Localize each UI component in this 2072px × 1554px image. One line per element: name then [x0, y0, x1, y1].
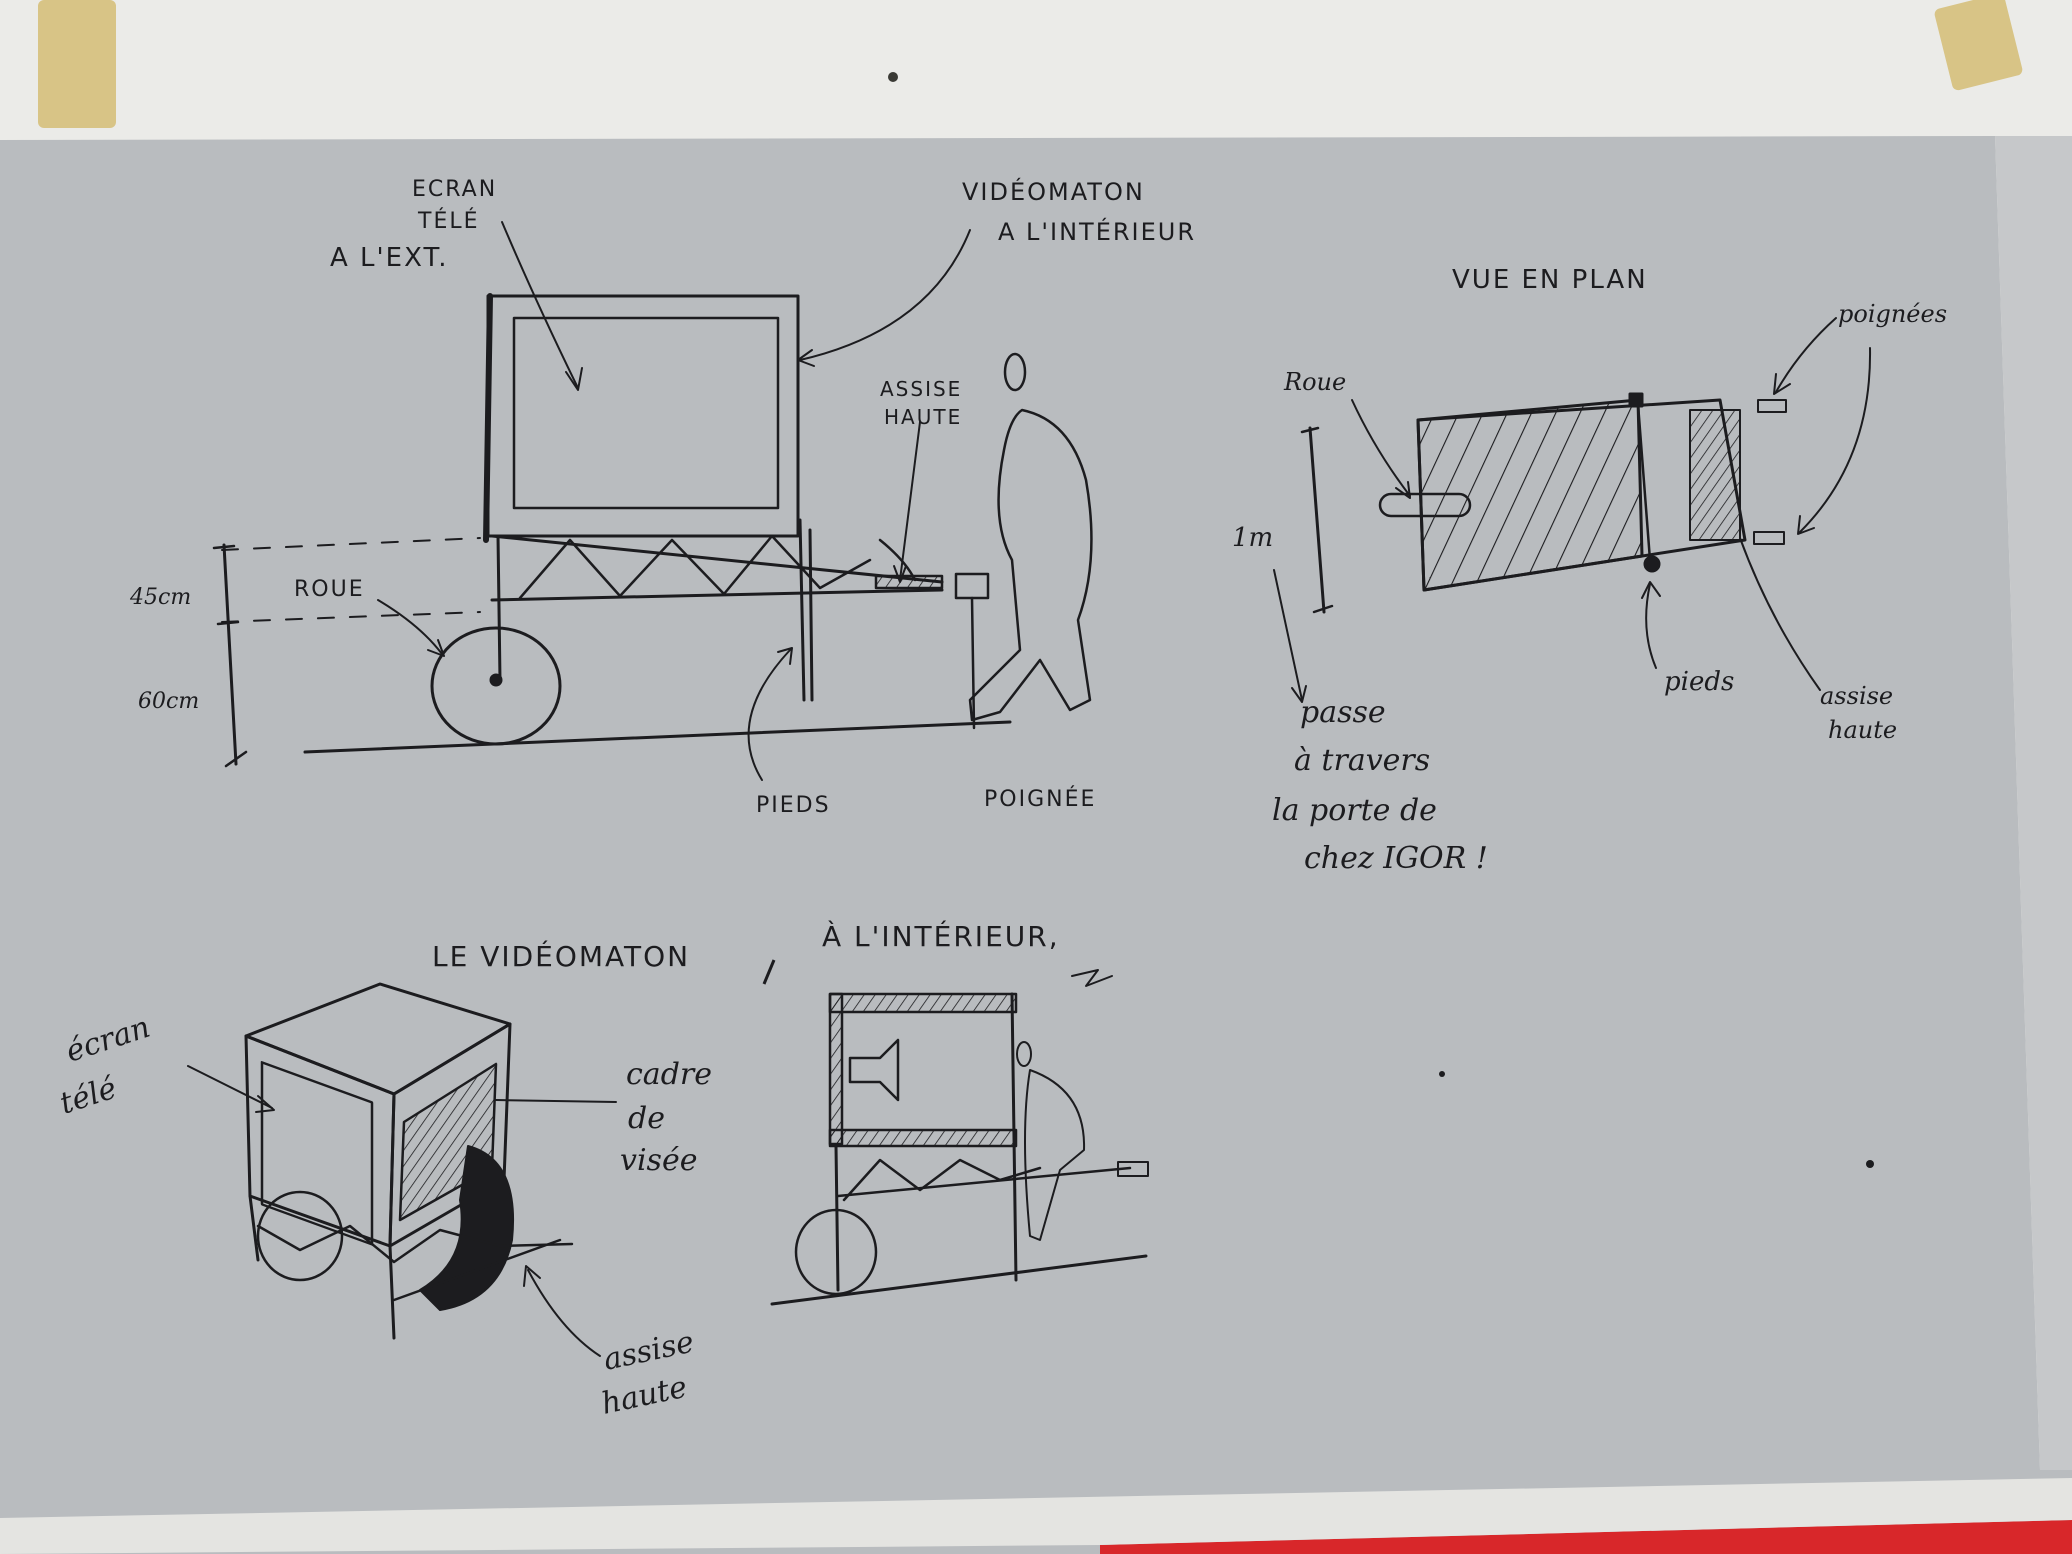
note-la-porte-de: la porte de — [1272, 793, 1437, 828]
note-passe: passe — [1300, 695, 1386, 730]
label-poignees: poignées — [1838, 300, 1947, 328]
title-comma-stroke — [762, 959, 776, 985]
label-cadre: cadre — [626, 1057, 712, 1092]
note-a-travers: à travers — [1294, 743, 1430, 778]
section-view-drawing — [770, 969, 1149, 1306]
person-head — [1003, 352, 1027, 392]
label-haute: HAUTE — [884, 405, 962, 429]
pen-dot — [1866, 1160, 1874, 1168]
wooden-clip-left — [38, 0, 116, 128]
label-roue: ROUE — [294, 577, 365, 602]
interior-title-2: À L'INTÉRIEUR, — [822, 919, 1060, 953]
label-plan-pieds: pieds — [1664, 667, 1734, 697]
label-plan-haute: haute — [1828, 716, 1897, 744]
label-plan-roue: Roue — [1283, 368, 1346, 396]
side-view-drawing — [212, 221, 1093, 781]
label-visee: visée — [620, 1143, 697, 1178]
dimension-60cm: 60cm — [138, 689, 199, 714]
label-videomaton: VIDÉOMATON — [962, 177, 1145, 206]
pen-dot — [1439, 1071, 1445, 1077]
label-pieds: PIEDS — [756, 793, 831, 818]
label-assise: ASSISE — [880, 377, 962, 401]
person-body — [968, 408, 1093, 722]
paper-sheet — [0, 136, 2072, 1554]
dimension-45cm: 45cm — [129, 585, 191, 610]
interior-3d-drawing — [187, 982, 617, 1357]
plan-title: VUE EN PLAN — [1452, 265, 1648, 295]
interior-title-1: LE VIDÉOMATON — [432, 939, 690, 973]
label-ecran: ECRAN — [412, 177, 497, 202]
tv-screen-inner — [512, 316, 780, 510]
paper-bottom-edge — [0, 1478, 2072, 1554]
paper-right-shadow — [1995, 136, 2072, 1470]
wooden-clip-right — [1934, 0, 2023, 91]
plan-view-drawing — [1273, 317, 1872, 703]
pin-dot — [888, 72, 898, 82]
label-plan-assise: assise — [1820, 682, 1893, 710]
red-band — [1100, 1520, 2072, 1554]
note-chez-igor: chez IGOR ! — [1304, 841, 1488, 876]
label-de: de — [628, 1101, 665, 1136]
label-a-l-ext: A L'EXT. — [330, 243, 449, 273]
dimension-1m: 1m — [1232, 523, 1273, 553]
label-tele: TÉLÉ — [417, 208, 480, 234]
label-poignee: POIGNÉE — [984, 786, 1096, 812]
label-a-l-interieur: A L'INTÉRIEUR — [998, 217, 1196, 246]
